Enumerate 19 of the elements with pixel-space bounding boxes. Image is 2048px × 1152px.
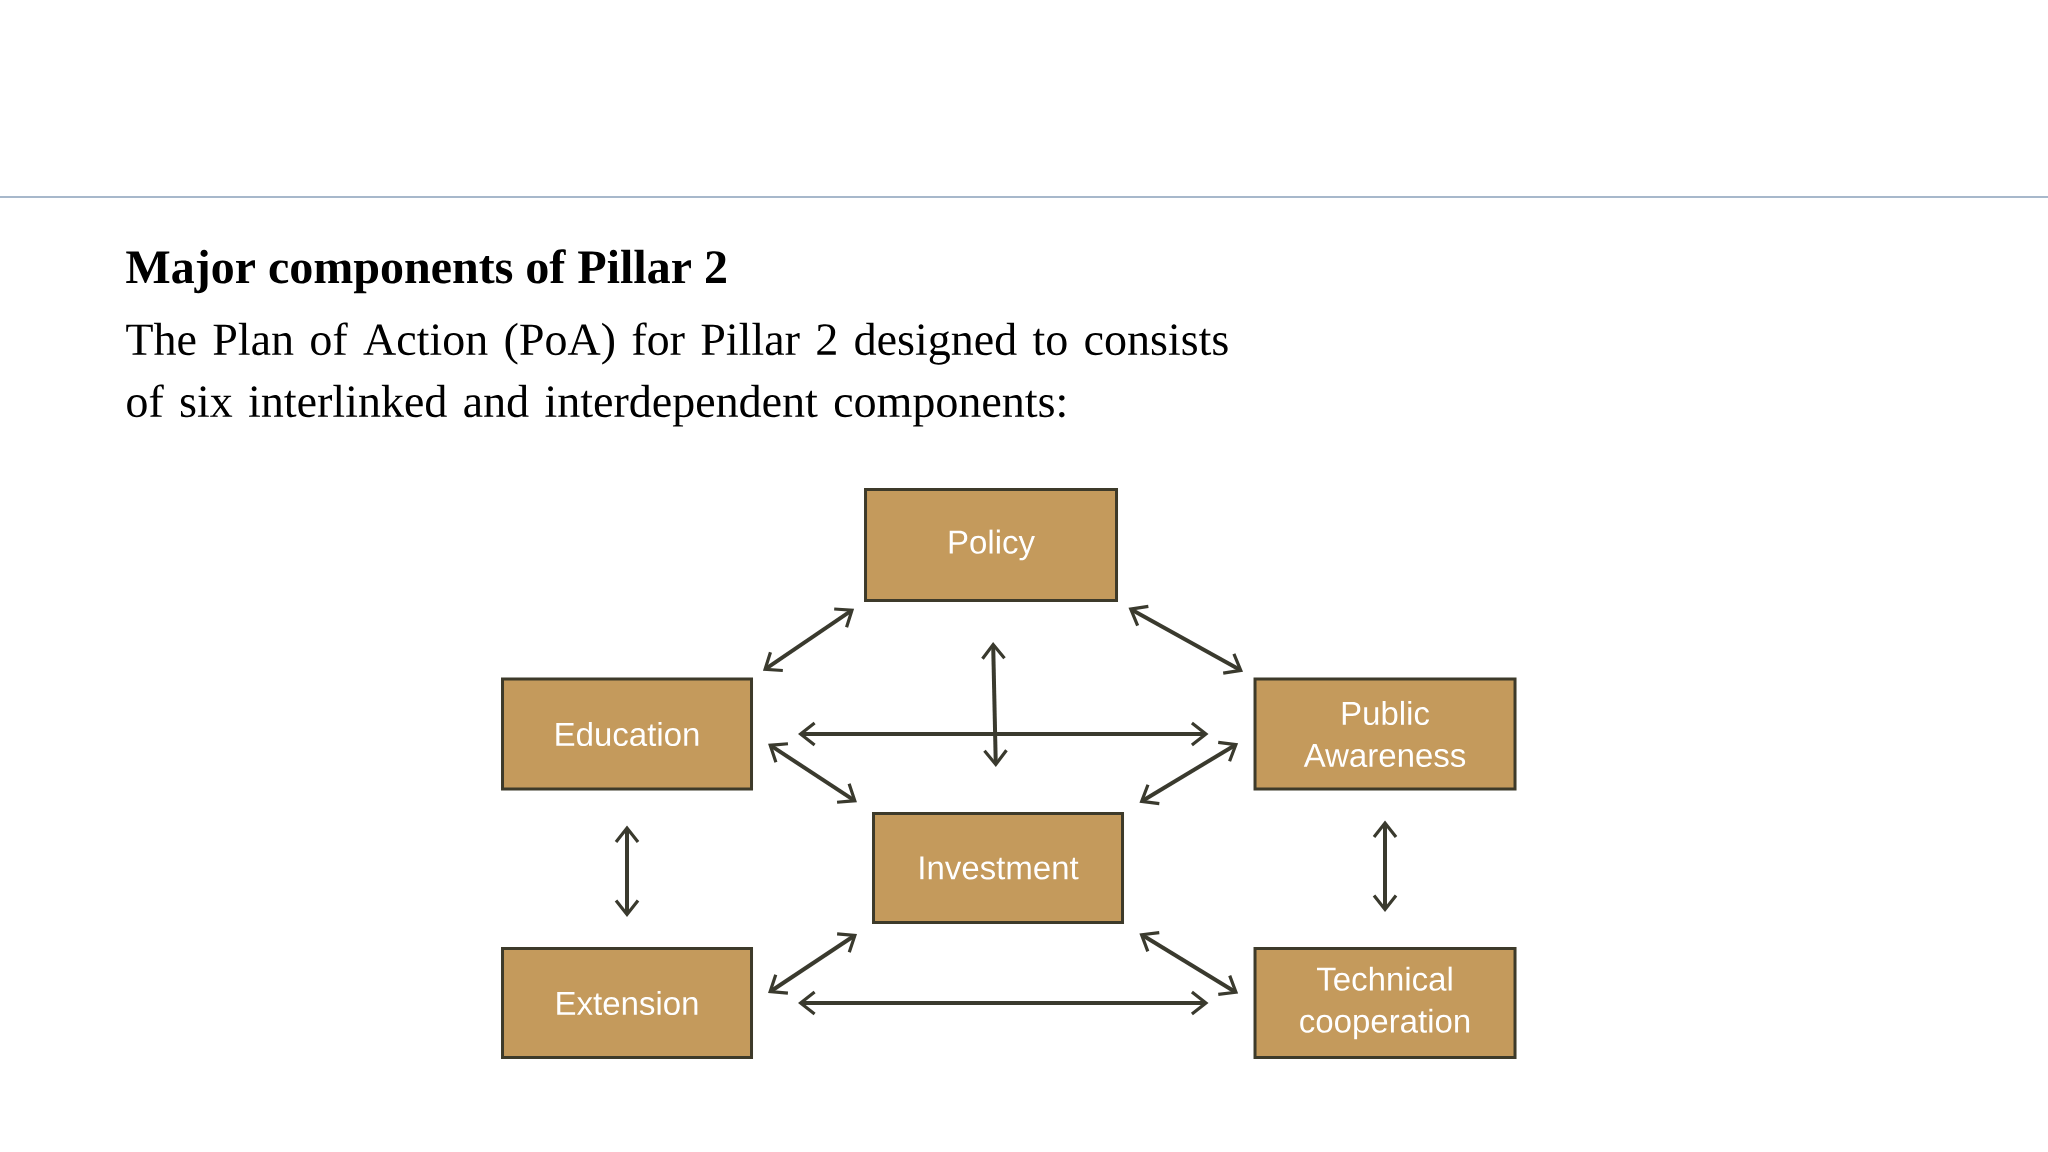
arrow <box>981 642 1008 767</box>
arrow <box>798 721 1209 747</box>
component-box: Investment <box>872 812 1124 924</box>
component-box: Extension <box>501 947 753 1059</box>
arrow <box>1139 931 1239 996</box>
arrow <box>1139 740 1239 806</box>
arrow <box>768 742 857 804</box>
component-box: Policy <box>864 488 1118 602</box>
arrow <box>1128 604 1244 675</box>
component-box: Education <box>501 677 753 791</box>
arrow <box>614 825 640 917</box>
arrow <box>768 932 857 995</box>
caption: The Plan of Action (PoA) for Pillar 2 designed to consists of six interlinked and interdependent components: <box>126 322 1228 427</box>
title: Major components of Pillar 2 <box>126 249 726 294</box>
arrow <box>798 990 1209 1016</box>
component-box: Technical cooperation <box>1253 947 1517 1059</box>
component-box: Public Awareness <box>1253 677 1517 791</box>
arrow <box>1372 820 1398 912</box>
arrow <box>762 607 855 673</box>
